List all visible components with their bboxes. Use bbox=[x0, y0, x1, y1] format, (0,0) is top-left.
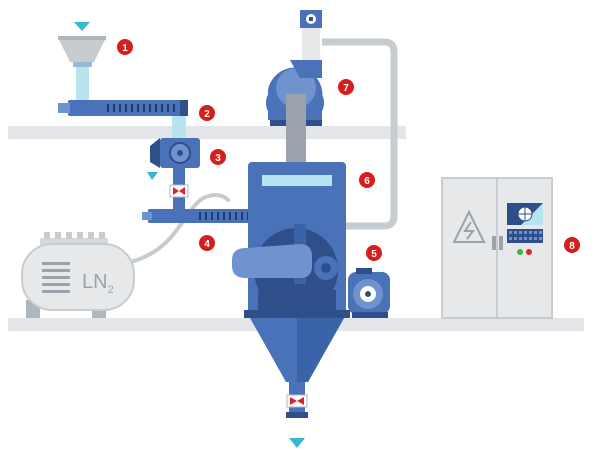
upper-shelf bbox=[8, 126, 406, 139]
high-voltage-icon bbox=[452, 209, 486, 243]
badge-7-label: 7 bbox=[343, 83, 349, 94]
badge-5-label: 5 bbox=[371, 249, 377, 260]
badge-8: 8 bbox=[564, 237, 580, 253]
mill-vessel-icon bbox=[232, 162, 350, 418]
badge-6-label: 6 bbox=[364, 176, 370, 187]
badge-1-label: 1 bbox=[122, 43, 128, 54]
badge-8-label: 8 bbox=[569, 241, 575, 252]
badge-7: 7 bbox=[338, 79, 354, 95]
tank-label: LN2 bbox=[82, 271, 114, 296]
hopper-icon bbox=[58, 36, 106, 102]
inlet-arrow-icon bbox=[74, 22, 90, 31]
badge-5: 5 bbox=[366, 245, 382, 261]
ln2-hose bbox=[128, 193, 230, 264]
badge-2: 2 bbox=[199, 105, 215, 121]
ln2-tank-icon: LN2 bbox=[21, 232, 135, 318]
rotary-valve-icon bbox=[150, 138, 200, 168]
badge-6: 6 bbox=[359, 172, 375, 188]
top-exhaust-icon bbox=[300, 10, 322, 66]
tank-label-subscript: 2 bbox=[108, 284, 114, 296]
control-cabinet-icon bbox=[441, 177, 553, 319]
badge-3: 3 bbox=[210, 149, 226, 165]
badge-3-label: 3 bbox=[215, 153, 221, 164]
outlet-arrow-icon bbox=[289, 438, 305, 448]
shutoff-valve-lower-icon bbox=[286, 394, 308, 408]
badge-2-label: 2 bbox=[204, 109, 210, 120]
shutoff-valve-upper-icon bbox=[169, 184, 189, 198]
return-pipe bbox=[322, 38, 398, 230]
tank-label-main: LN bbox=[82, 271, 108, 293]
badge-4: 4 bbox=[199, 235, 215, 251]
side-outlet-arrow-icon bbox=[147, 172, 158, 180]
badge-4-label: 4 bbox=[204, 239, 210, 250]
screw-conveyor-icon bbox=[58, 100, 188, 116]
hmi-screen-icon bbox=[507, 203, 543, 255]
motor-icon bbox=[348, 268, 390, 318]
drop-pipe bbox=[172, 116, 186, 140]
exhaust-pipe bbox=[286, 94, 306, 174]
badge-1: 1 bbox=[117, 39, 133, 55]
